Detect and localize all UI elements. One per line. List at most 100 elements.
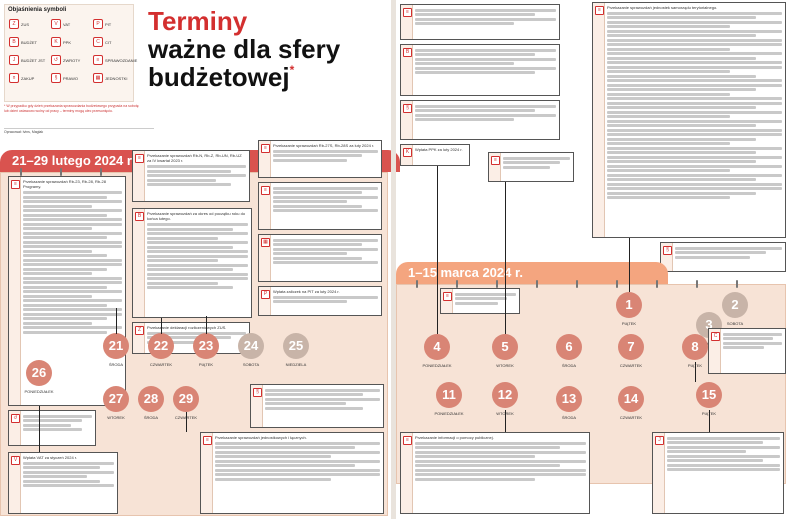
report-icon: ≡: [203, 436, 212, 445]
deadline-note: §: [400, 100, 560, 140]
pit-icon: P: [261, 290, 270, 299]
day-27: 27: [103, 386, 129, 412]
day-label: NIEDZIELA: [285, 362, 307, 367]
purchase-icon: ¤: [9, 73, 19, 83]
day-label: PONIEDZIAŁEK: [422, 363, 452, 368]
legend-title: Objaśnienia symboli: [8, 7, 67, 13]
day-label: SOBOTA: [726, 321, 744, 326]
report-icon: ≡: [135, 154, 144, 163]
report-icon: ≡: [403, 436, 412, 445]
day-26: 26: [26, 360, 52, 386]
day-15: 15: [696, 382, 722, 408]
cit-icon: C: [93, 37, 103, 47]
deadline-note: K Wpłata PPK za luty 2024 r.: [400, 144, 470, 166]
deadline-note: ≡ Przekazanie sprawozdań jednostkowych i…: [200, 432, 384, 514]
deadline-note: ▦: [258, 234, 382, 282]
report-icon: ≡: [443, 292, 452, 301]
legend-item: ¤ZAKUP: [9, 73, 34, 83]
deadline-note: ≡: [488, 152, 574, 182]
report-icon: ≡: [261, 186, 270, 195]
legend-item: ▦JEDNOSTKI: [93, 73, 127, 83]
deadline-note: ≡: [440, 288, 520, 314]
legend-item: §PRAWO: [51, 73, 78, 83]
report-icon: ≡: [11, 180, 20, 189]
day-label: PONIEDZIAŁEK: [24, 389, 54, 394]
day-24: 24: [238, 333, 264, 359]
day-29: 29: [173, 386, 199, 412]
report-icon: ≡: [403, 8, 412, 17]
deadline-note: §: [660, 242, 786, 272]
deadline-note: ≡ Przekazanie sprawozdań jednostek samor…: [592, 2, 786, 238]
deadline-note: ≡ Przekazanie sprawozdań Rb-27S, Rb-28S …: [258, 140, 382, 178]
deadline-note: B: [400, 44, 560, 96]
authors-line: Opracował: Ivins, Maglak: [4, 128, 154, 134]
vat-icon: V: [11, 456, 20, 465]
report-icon: ≡: [93, 55, 103, 65]
day-label: CZWARTEK: [166, 415, 206, 420]
day-8: 8: [682, 334, 708, 360]
law-icon: §: [663, 246, 672, 255]
day-28: 28: [138, 386, 164, 412]
day-label: PIĄTEK: [198, 362, 214, 367]
deadline-note: P Wpłata zaliczek na PIT za luty 2024 r.: [258, 286, 382, 316]
day-14: 14: [618, 386, 644, 412]
day-label: WTOREK: [496, 363, 514, 368]
day-label: CZWARTEK: [149, 362, 173, 367]
deadline-note: ≡ Przekazanie sprawozdań Rb-N, Rb-Z, Rb-…: [132, 150, 250, 202]
pit-icon: P: [93, 19, 103, 29]
calendar-banner-mar: 1–15 marca 2024 r.: [396, 262, 668, 284]
deadline-note: ↺: [8, 410, 96, 446]
day-12: 12: [492, 382, 518, 408]
day-label: CZWARTEK: [619, 363, 643, 368]
day-label: SOBOTA: [242, 362, 260, 367]
day-label: PONIEDZIAŁEK: [434, 411, 464, 416]
day-22: 22: [148, 333, 174, 359]
budget-icon: B: [135, 212, 144, 221]
day-11: 11: [436, 382, 462, 408]
day-23: 23: [193, 333, 219, 359]
refund-icon: ↺: [51, 55, 61, 65]
deadline-note: J: [652, 432, 784, 514]
day-label: WTOREK: [485, 411, 525, 416]
day-1: 1: [616, 292, 642, 318]
deadline-note: ≡: [258, 182, 382, 230]
legend-item: ↺ZWROTY: [51, 55, 80, 65]
law-icon: §: [403, 104, 412, 113]
day-label: ŚRODA: [143, 415, 159, 420]
footnote: * W przypadku gdy dzień przekazania spra…: [4, 104, 139, 113]
budget-jst-icon: J: [655, 436, 664, 445]
day-label: ŚRODA: [108, 362, 124, 367]
legend-item: ≡SPRAWOZDANIE: [93, 55, 137, 65]
day-7: 7: [618, 334, 644, 360]
report-icon: ≡: [595, 6, 604, 15]
deadline-note: C: [708, 328, 786, 374]
deadline-note: ≡: [400, 4, 560, 40]
budget-icon: B: [9, 37, 19, 47]
deadline-note: B Przekazanie sprawozdań za okres od poc…: [132, 208, 252, 318]
right-page: ≡ B § K Wpłata PPK za luty 2024 r. ≡ ≡ P…: [396, 0, 788, 519]
day-25: 25: [283, 333, 309, 359]
day-13: 13: [556, 386, 582, 412]
day-label: CZWARTEK: [619, 415, 643, 420]
zus-icon: Z: [9, 19, 19, 29]
day-label: PIĄTEK: [689, 411, 729, 416]
day-5: 5: [492, 334, 518, 360]
page-title: Terminy ważne dla sfery budżetowej*: [148, 6, 341, 92]
refund-icon: ↺: [11, 414, 20, 423]
report-icon: ≡: [491, 156, 500, 165]
day-label: ŚRODA: [561, 415, 577, 420]
day-label: PIĄTEK: [675, 363, 715, 368]
units-icon: ▦: [261, 238, 270, 247]
day-4: 4: [424, 334, 450, 360]
day-label: ŚRODA: [561, 363, 577, 368]
budget-icon: B: [403, 48, 412, 57]
report-icon: ≡: [261, 144, 270, 153]
